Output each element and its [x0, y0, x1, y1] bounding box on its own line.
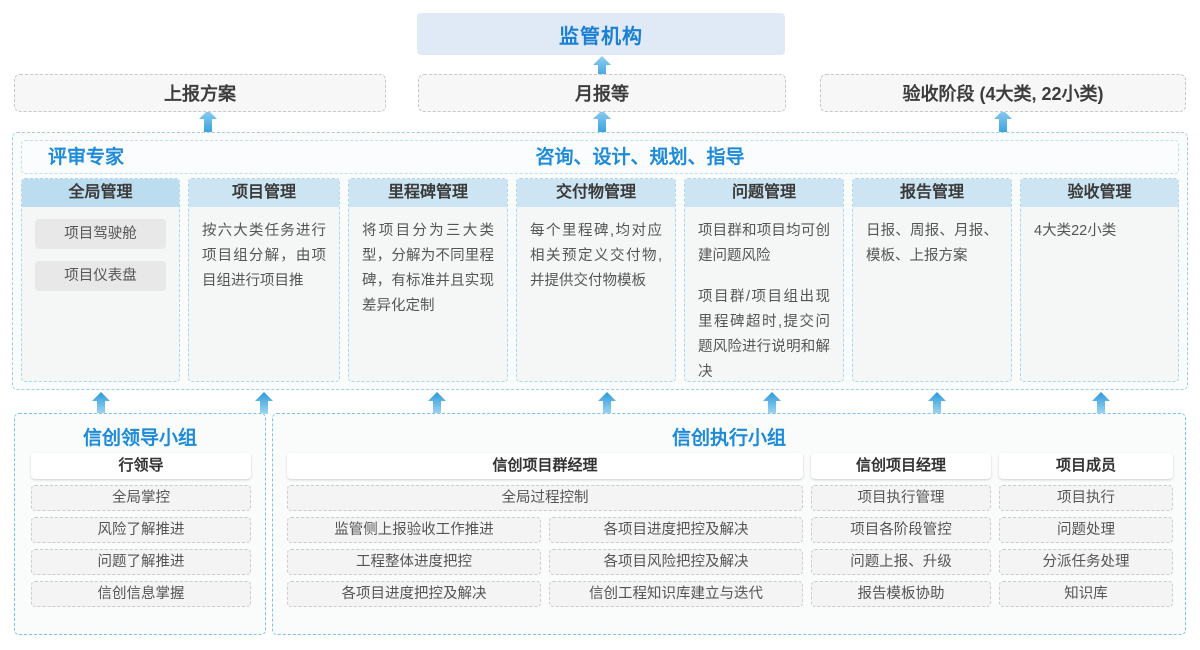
capability-text: 项目群和项目均可创建问题风险	[698, 223, 830, 264]
list-item: 信创信息掌握	[31, 581, 251, 607]
leadership-group-panel: 信创领导小组 行领导 全局掌控 风险了解推进 问题了解推进 信创信息掌握	[14, 413, 266, 635]
list-item: 分派任务处理	[999, 549, 1173, 575]
execution-group-panel: 信创执行小组 信创项目群经理 全局过程控制 监管侧上报验收工作推进 工程整体进度…	[272, 413, 1186, 635]
list-item: 项目执行管理	[811, 485, 991, 511]
capability-text: 每个里程碑,均对应相关预定义交付物,并提供交付物模板	[530, 223, 662, 289]
capability-text: 将项目分为三大类型，分解为不同里程碑，有标准并且实现差异化定制	[362, 223, 494, 314]
arrow-up-icon	[598, 392, 616, 414]
capability-header: 交付物管理	[517, 179, 675, 207]
list-item: 报告模板协助	[811, 581, 991, 607]
capability-column-milestone: 里程碑管理 将项目分为三大类型，分解为不同里程碑，有标准并且实现差异化定制	[348, 178, 508, 382]
capability-pill: 项目驾驶舱	[35, 219, 166, 249]
list-item: 风险了解推进	[31, 517, 251, 543]
arrow-up-icon	[92, 392, 110, 414]
capability-header: 项目管理	[189, 179, 339, 207]
capability-column-global: 全局管理 项目驾驶舱 项目仪表盘	[21, 178, 180, 382]
arrow-up-icon	[994, 110, 1012, 132]
list-item: 知识库	[999, 581, 1173, 607]
project-manager-head: 信创项目经理	[811, 453, 991, 479]
list-item: 全局掌控	[31, 485, 251, 511]
list-item: 项目各阶段管控	[811, 517, 991, 543]
list-item: 工程整体进度把控	[287, 549, 541, 575]
capability-header: 报告管理	[853, 179, 1011, 207]
capability-column-deliverable: 交付物管理 每个里程碑,均对应相关预定义交付物,并提供交付物模板	[516, 178, 676, 382]
program-manager-head: 信创项目群经理	[287, 453, 803, 479]
leadership-head: 行领导	[31, 453, 251, 479]
top-authority-box: 监管机构	[417, 13, 785, 55]
arrow-up-icon	[593, 110, 611, 132]
list-item: 各项目进度把控及解决	[287, 581, 541, 607]
capability-text: 按六大类任务进行项目组分解，由项目组进行项目推	[202, 223, 326, 289]
list-item: 问题了解推进	[31, 549, 251, 575]
capability-header: 问题管理	[685, 179, 843, 207]
list-item: 问题处理	[999, 517, 1173, 543]
list-item: 各项目风险把控及解决	[549, 549, 803, 575]
submission-box-plan: 上报方案	[14, 74, 386, 112]
arrow-up-icon	[928, 392, 946, 414]
capability-column-acceptance: 验收管理 4大类22小类	[1020, 178, 1179, 382]
list-item: 监管侧上报验收工作推进	[287, 517, 541, 543]
capability-text: 4大类22小类	[1034, 223, 1117, 239]
submission-box-acceptance: 验收阶段 (4大类, 22小类)	[820, 74, 1186, 112]
arrow-up-icon	[428, 392, 446, 414]
capability-text: 项目群/项目组出现里程碑超时,提交问题风险进行说明和解决	[698, 289, 830, 380]
arrow-up-icon	[593, 56, 611, 78]
arrow-up-icon	[199, 110, 217, 132]
submission-box-monthly-report: 月报等	[418, 74, 786, 112]
list-item: 各项目进度把控及解决	[549, 517, 803, 543]
arrow-up-icon	[763, 392, 781, 414]
leadership-group-title: 信创领导小组	[82, 428, 197, 449]
role-band: 评审专家 咨询、设计、规划、指导	[21, 140, 1179, 174]
capability-column-issue: 问题管理 项目群和项目均可创建问题风险 项目群/项目组出现里程碑超时,提交问题风…	[684, 178, 844, 382]
role-consulting: 咨询、设计、规划、指导	[535, 147, 745, 168]
role-review-expert: 评审专家	[48, 147, 125, 168]
list-item: 信创工程知识库建立与迭代	[549, 581, 803, 607]
capability-pill: 项目仪表盘	[35, 261, 166, 291]
capability-header: 全局管理	[22, 179, 179, 207]
list-item: 全局过程控制	[287, 485, 803, 511]
capability-header: 里程碑管理	[349, 179, 507, 207]
execution-group-title: 信创执行小组	[671, 428, 786, 449]
capability-header: 验收管理	[1021, 179, 1178, 207]
list-item: 项目执行	[999, 485, 1173, 511]
list-item: 问题上报、升级	[811, 549, 991, 575]
capability-column-project: 项目管理 按六大类任务进行项目组分解，由项目组进行项目推	[188, 178, 340, 382]
arrow-up-icon	[255, 392, 273, 414]
capability-text: 日报、周报、月报、模板、上报方案	[866, 223, 998, 264]
arrow-up-icon	[1092, 392, 1110, 414]
capability-column-report: 报告管理 日报、周报、月报、模板、上报方案	[852, 178, 1012, 382]
members-head: 项目成员	[999, 453, 1173, 479]
